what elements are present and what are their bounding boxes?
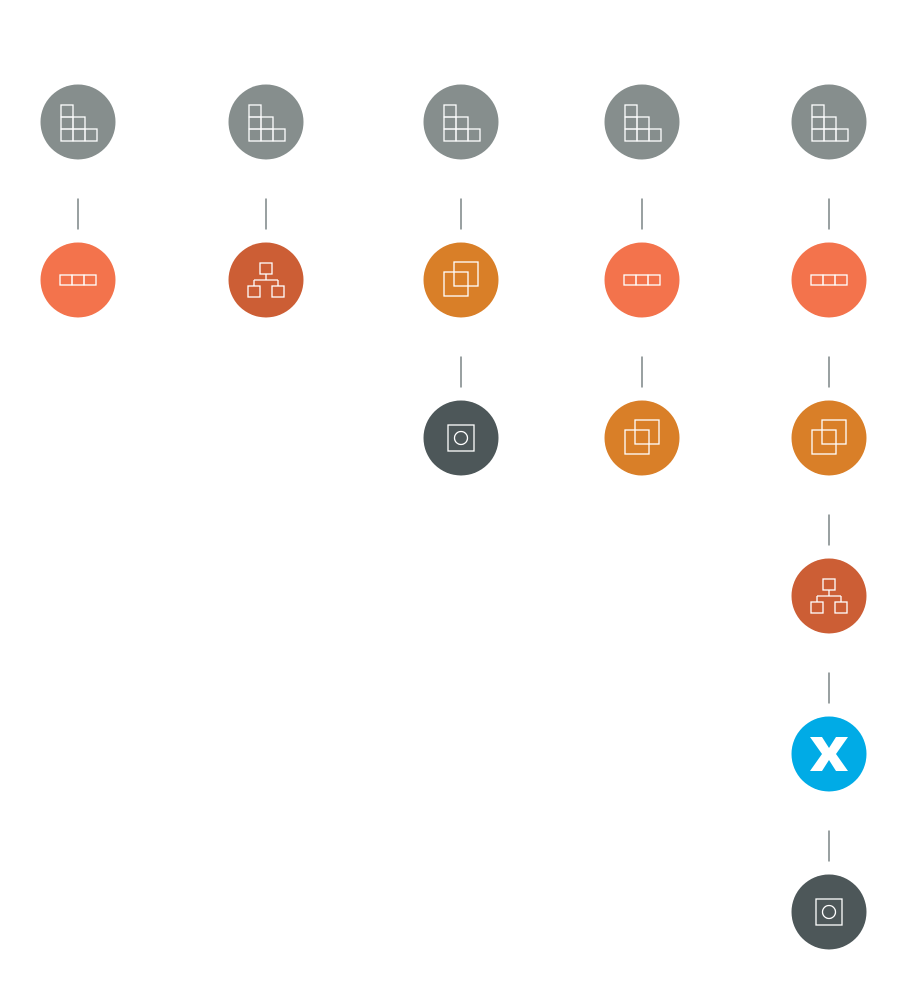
diagram-node [604, 84, 680, 160]
diagram-node [228, 242, 304, 318]
row-icon [59, 274, 97, 286]
hierarchy-icon [810, 578, 848, 614]
node-circle [40, 242, 116, 318]
stack-icon [811, 104, 849, 142]
diagram-node [423, 84, 499, 160]
stack-icon [248, 104, 286, 142]
framed-circle-icon [815, 898, 843, 926]
overlap-squares-icon [624, 419, 660, 455]
diagram-node [40, 242, 116, 318]
node-circle [423, 242, 499, 318]
diagram-node [40, 84, 116, 160]
node-circle [791, 84, 867, 160]
node-circle [791, 400, 867, 476]
node-circle [604, 84, 680, 160]
diagram-node [791, 242, 867, 318]
overlap-squares-icon [811, 419, 847, 455]
diagram-node [423, 242, 499, 318]
diagram-node [791, 84, 867, 160]
node-circle [791, 242, 867, 318]
stack-icon [60, 104, 98, 142]
framed-circle-icon [447, 424, 475, 452]
hierarchy-icon [247, 262, 285, 298]
diagram-node [791, 716, 867, 792]
diagram-node [423, 400, 499, 476]
x-logo-icon [810, 737, 848, 771]
node-circle [423, 84, 499, 160]
node-circle [423, 400, 499, 476]
node-circle [40, 84, 116, 160]
diagram-node [604, 400, 680, 476]
row-icon [810, 274, 848, 286]
stack-icon [443, 104, 481, 142]
diagram-node [791, 400, 867, 476]
node-circle [228, 84, 304, 160]
diagram-node [604, 242, 680, 318]
overlap-squares-icon [443, 261, 479, 297]
row-icon [623, 274, 661, 286]
stack-icon [624, 104, 662, 142]
diagram-node [791, 558, 867, 634]
node-circle [791, 874, 867, 950]
node-circle [604, 400, 680, 476]
node-circle [604, 242, 680, 318]
diagram-node [228, 84, 304, 160]
diagram-node [791, 874, 867, 950]
